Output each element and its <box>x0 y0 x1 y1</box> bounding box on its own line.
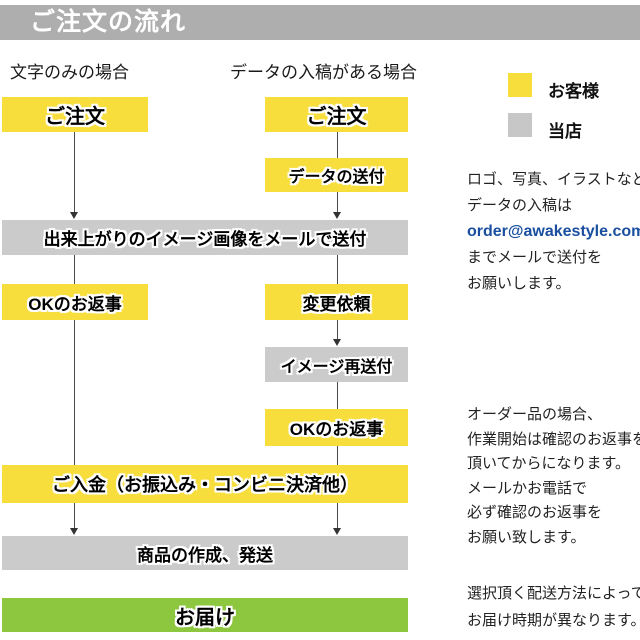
page-title: ご注文の流れ <box>30 8 187 36</box>
note-confirmation: オーダー品の場合、 作業開始は確認のお返事を 頂いてからになります。 メールかお… <box>467 403 640 550</box>
note-line: 作業開始は確認のお返事を <box>467 430 640 448</box>
order-email-text: order@awakestyle.com <box>467 223 640 240</box>
flow-box-order-right: ご注文 <box>265 97 408 132</box>
flow-box-order-left: ご注文 <box>2 97 148 132</box>
arrowhead-resend <box>333 339 341 346</box>
note-data-submission: ロゴ、写真、イラストなど データの入稿は order@awakestyle.co… <box>467 167 640 297</box>
connector-left-order-to-imagesend <box>74 132 75 213</box>
connector-datasend-to-imagesend <box>337 192 338 213</box>
header-bar: ご注文の流れ <box>0 5 640 40</box>
arrowhead-left-imagesend <box>70 212 78 219</box>
note-line: ロゴ、写真、イラストなど <box>467 171 640 188</box>
note-line: お願い致します。 <box>467 528 586 546</box>
flow-box-ok-right: OKのお返事 <box>265 409 408 446</box>
note-line: オーダー品の場合、 <box>467 406 603 423</box>
column-header-text-only: 文字のみの場合 <box>10 63 129 82</box>
connector-okright-to-payment <box>337 446 338 465</box>
legend-label-customer: お客様 <box>548 82 599 101</box>
connector-imagesend-to-okleft <box>74 255 75 284</box>
connector-change-to-resend <box>337 320 338 340</box>
flow-box-create-ship: 商品の作成、発送 <box>2 536 408 570</box>
arrowhead-right-imagesend <box>333 212 341 219</box>
arrowhead-create-right <box>333 528 341 535</box>
column-header-data-submission: データの入稿がある場合 <box>230 63 417 82</box>
flow-box-image-send: 出来上がりのイメージ画像をメールで送付 <box>2 220 408 255</box>
connector-right-order-to-datasend <box>337 132 338 158</box>
note-line: お願いします。 <box>467 275 571 292</box>
flow-box-ok-left: OKのお返事 <box>2 284 148 320</box>
note-line: 頂いてからになります。 <box>467 455 631 472</box>
legend-swatch-shop <box>508 113 532 137</box>
legend-swatch-customer <box>508 73 532 97</box>
arrowhead-create-left <box>70 528 78 535</box>
connector-imagesend-to-change <box>337 255 338 284</box>
note-line: お届け時期が異なります。 <box>467 612 640 629</box>
legend-label-shop: 当店 <box>548 122 582 141</box>
note-line: までメールで送付を <box>467 249 603 266</box>
connector-okleft-to-payment <box>74 320 75 465</box>
flow-box-change-request: 変更依頼 <box>265 284 408 320</box>
connector-resend-to-okright <box>337 382 338 409</box>
note-line: 選択頂く配送方法によって <box>467 585 640 602</box>
note-line: メールかお電話で <box>467 479 588 497</box>
note-shipping: 選択頂く配送方法によって お届け時期が異なります。 <box>467 580 640 634</box>
note-line: データの入稿は <box>467 197 573 214</box>
note-line: 必ず確認のお返事を <box>467 504 603 521</box>
connector-payment-to-create-left <box>74 503 75 529</box>
flow-box-delivery: お届け <box>2 598 408 632</box>
connector-payment-to-create-right <box>337 503 338 529</box>
flow-box-data-send: データの送付 <box>265 158 408 192</box>
flow-box-image-resend: イメージ再送付 <box>265 347 408 382</box>
flow-box-payment: ご入金（お振込み・コンビニ決済他） <box>2 465 408 503</box>
